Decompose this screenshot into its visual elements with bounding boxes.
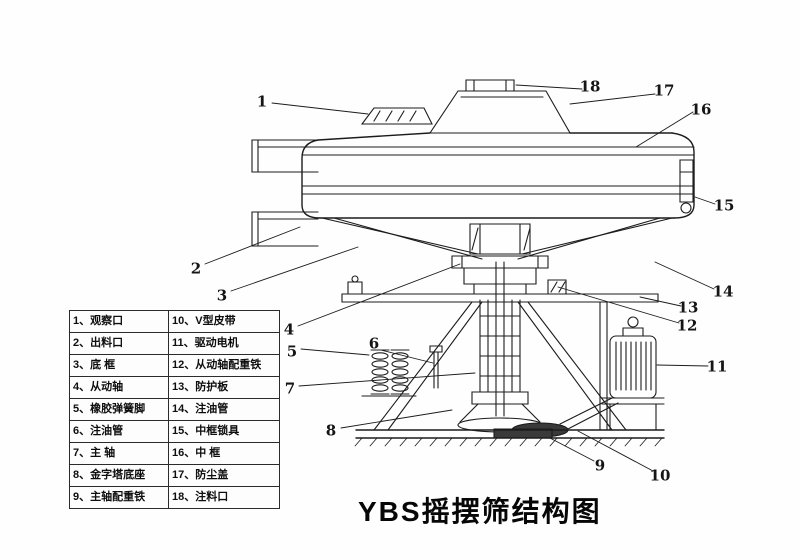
feed-port [466, 80, 514, 91]
callout-10: 10 [649, 466, 671, 485]
legend-cell: 15、中框锁具 [168, 420, 280, 443]
callout-12: 12 [676, 316, 698, 335]
callout-15: 15 [713, 196, 735, 215]
figure-title: YBS摇摆筛结构图 [358, 496, 602, 527]
callout-2: 2 [190, 259, 202, 278]
frame-lock [680, 160, 693, 213]
dust-cover [430, 91, 570, 133]
support-bar [342, 276, 658, 302]
callout-11: 11 [706, 357, 728, 376]
bottom-frame [322, 218, 672, 259]
discharge-spouts [252, 140, 318, 246]
callout-6: 6 [368, 334, 380, 353]
rubber-spring-feet [362, 350, 416, 396]
legend-row: 2、出料口 11、驱动电机 [69, 332, 280, 355]
legend-cell: 10、V型皮带 [168, 310, 280, 333]
legend-cell: 13、防护板 [168, 376, 280, 399]
legend-row: 6、注油管 15、中框锁具 [69, 420, 280, 443]
callout-13: 13 [677, 298, 699, 317]
leader-lines [205, 85, 715, 471]
legend-cell: 3、底 框 [69, 354, 169, 377]
legend-cell: 16、中 框 [168, 442, 280, 465]
legend-cell: 14、注油管 [168, 398, 280, 421]
callout-18: 18 [579, 77, 601, 96]
legend-cell: 1、观察口 [69, 310, 169, 333]
legend-row: 8、金字塔底座 17、防尘盖 [69, 464, 280, 487]
oil-pipe [430, 346, 442, 388]
legend-row: 1、观察口 10、V型皮带 [69, 310, 280, 333]
parts-legend-table: 1、观察口 10、V型皮带 2、出料口 11、驱动电机 3、底 框 12、从动轴… [69, 310, 280, 509]
legend-row: 9、主轴配重铁 18、注料口 [69, 486, 280, 509]
callout-16: 16 [690, 100, 712, 119]
legend-row: 7、主 轴 16、中 框 [69, 442, 280, 465]
legend-cell: 7、主 轴 [69, 442, 169, 465]
legend-cell: 8、金字塔底座 [69, 464, 169, 487]
legend-cell: 9、主轴配重铁 [69, 486, 169, 509]
legend-cell: 5、橡胶弹簧脚 [69, 398, 169, 421]
callout-1: 1 [256, 92, 268, 111]
legend-row: 4、从动轴 13、防护板 [69, 376, 280, 399]
callout-9: 9 [594, 456, 606, 475]
main-shaft-column [458, 262, 542, 432]
callout-17: 17 [653, 81, 675, 100]
legend-row: 3、底 框 12、从动轴配重铁 [69, 354, 280, 377]
legend-cell: 18、注料口 [168, 486, 280, 509]
callout-3: 3 [216, 286, 228, 305]
driven-shaft-assembly [452, 224, 548, 294]
legend-cell: 4、从动轴 [69, 376, 169, 399]
observation-port [362, 108, 432, 124]
callout-5: 5 [286, 342, 298, 361]
middle-frame-body [302, 133, 694, 218]
legend-cell: 17、防尘盖 [168, 464, 280, 487]
legend-cell: 11、驱动电机 [168, 332, 280, 355]
drive-motor [602, 317, 664, 430]
callout-4: 4 [283, 320, 295, 339]
callout-8: 8 [325, 421, 337, 440]
legend-cell: 12、从动轴配重铁 [168, 354, 280, 377]
callout-7: 7 [284, 379, 296, 398]
legend-row: 5、橡胶弹簧脚 14、注油管 [69, 398, 280, 421]
base-plate [355, 430, 664, 446]
callout-14: 14 [712, 282, 734, 301]
pyramid-base [374, 302, 626, 430]
legend-cell: 2、出料口 [69, 332, 169, 355]
legend-cell: 6、注油管 [69, 420, 169, 443]
